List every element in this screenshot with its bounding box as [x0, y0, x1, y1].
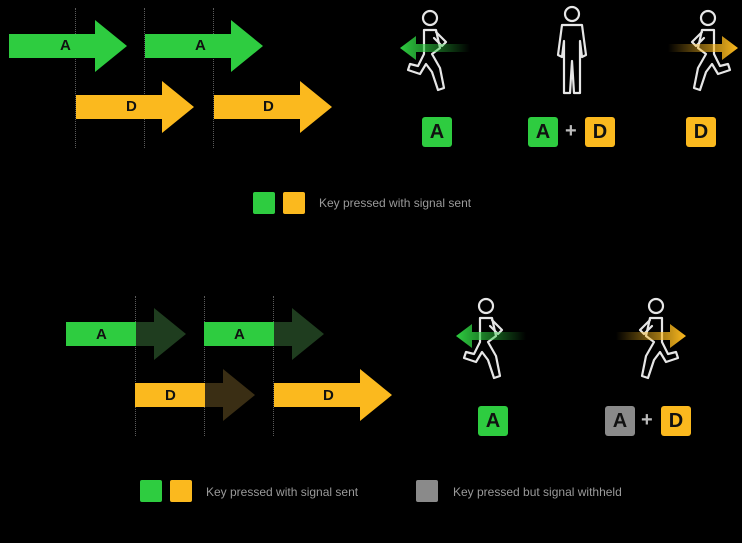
bottom-divider-2 [204, 296, 205, 436]
legend-yellow-swatch [283, 192, 305, 214]
bottom-arrow-d-1-label: D [165, 387, 176, 404]
top-divider-2 [144, 8, 145, 148]
key-d-badge: D [585, 117, 615, 147]
key-d-badge: D [686, 117, 716, 147]
key-d-badge: D [661, 406, 691, 436]
key-a-badge: A [422, 117, 452, 147]
running-right-figure-icon [616, 297, 686, 380]
legend-label-sent: Key pressed with signal sent [319, 196, 472, 210]
legend-gray-swatch [416, 480, 438, 502]
key-a-badge: A [528, 117, 558, 147]
top-arrow-d-1 [76, 81, 194, 133]
legend-label-sent: Key pressed with signal sent [206, 485, 359, 499]
running-left-figure-icon [400, 9, 470, 92]
top-arrow-a-1-label: A [60, 37, 71, 54]
bottom-divider-1 [135, 296, 136, 436]
top-divider-3 [213, 8, 214, 148]
bottom-arrow-a-2-label: A [234, 326, 245, 343]
plus-sign: + [565, 120, 577, 142]
bottom-arrow-a-2 [204, 308, 324, 360]
plus-sign: + [641, 409, 653, 431]
bottom-arrow-a-1-label: A [96, 326, 107, 343]
legend-yellow-swatch [170, 480, 192, 502]
top-divider-1 [75, 8, 76, 148]
legend-label-withheld: Key pressed but signal withheld [453, 485, 622, 499]
key-a-withheld-badge: A [605, 406, 635, 436]
top-arrow-d-2 [214, 81, 332, 133]
top-arrow-a-2-label: A [195, 37, 206, 54]
top-arrow-a-2 [145, 20, 263, 72]
top-arrow-d-2-label: D [263, 98, 274, 115]
top-arrow-a-1 [9, 20, 127, 72]
running-left-figure-icon [456, 297, 526, 380]
legend-green-swatch [253, 192, 275, 214]
bottom-arrow-a-1 [66, 308, 186, 360]
standing-figure-icon [556, 5, 588, 95]
bottom-arrow-d-2 [274, 369, 392, 421]
top-arrow-d-1-label: D [126, 98, 137, 115]
key-a-badge: A [478, 406, 508, 436]
bottom-arrow-d-1 [135, 369, 255, 421]
bottom-arrow-d-2-label: D [323, 387, 334, 404]
legend-green-swatch [140, 480, 162, 502]
running-right-figure-icon [668, 9, 738, 92]
bottom-divider-3 [273, 296, 274, 436]
